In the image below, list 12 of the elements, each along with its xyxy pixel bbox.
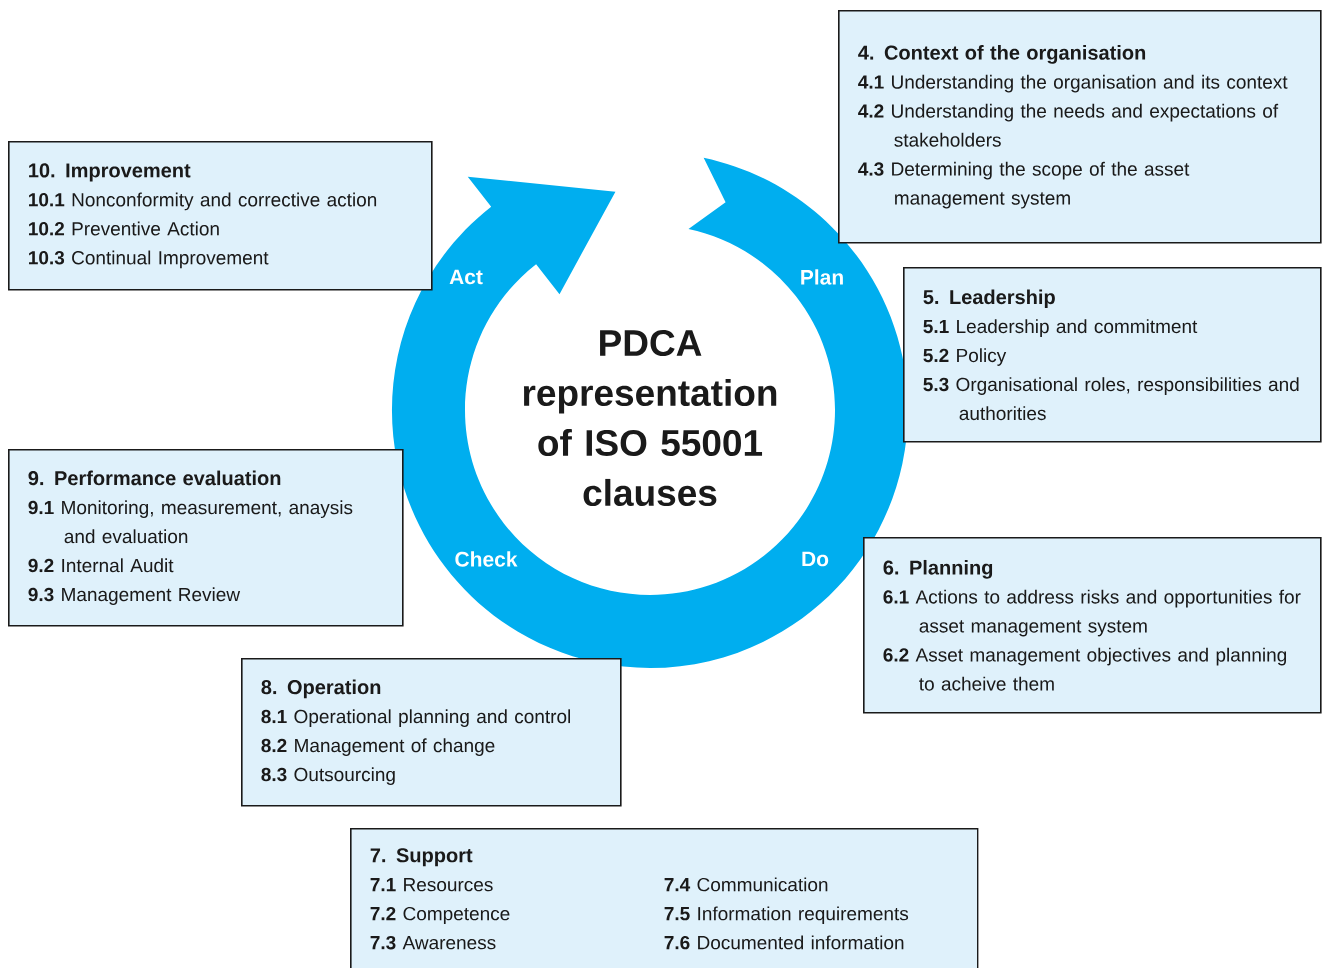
clause-box: 9. Performance evaluation 9.1 Monitoring, measurement, anaysis and evaluation 9.2 Internal Audit 9.3 Management Review	[8, 449, 404, 627]
clause-box: 6. Planning 6.1 Actions to address risks and opportunities for asset management system 6.2 Asset management objectives and planning to acheive them	[863, 537, 1322, 714]
clause-box: 8. Operation 8.1 Operational planning and control 8.2 Management of change 8.3 Outsourcing	[241, 658, 622, 807]
clause-box: 10. Improvement 10.1 Nonconformity and corrective action 10.2 Preventive Action 10.3 Continual Improvement	[8, 141, 433, 291]
title: PDCA representation of ISO 55001 clauses	[523, 329, 777, 507]
ring-label: Plan	[801, 269, 843, 285]
ring-label: Do	[802, 551, 829, 567]
clause-box: 5. Leadership 5.1 Leadership and commitment 5.2 Policy 5.3 Organisational roles, responsibilities and authorities	[903, 267, 1322, 443]
clause-box: 4. Context of the organisation 4.1 Understanding the organisation and its context 4.2 Understanding the needs and expectations of stakeholders 4.3 Determining the scope of the asset management system	[838, 10, 1322, 244]
clause-box: 7. Support 7.1 Resources 7.2 Competence 7.3 Awareness 7.4 Communication 7.5 Information requirements 7.6 Documented information	[350, 828, 979, 968]
ring-label: Act	[449, 269, 483, 285]
ring-label: Check	[455, 551, 518, 567]
